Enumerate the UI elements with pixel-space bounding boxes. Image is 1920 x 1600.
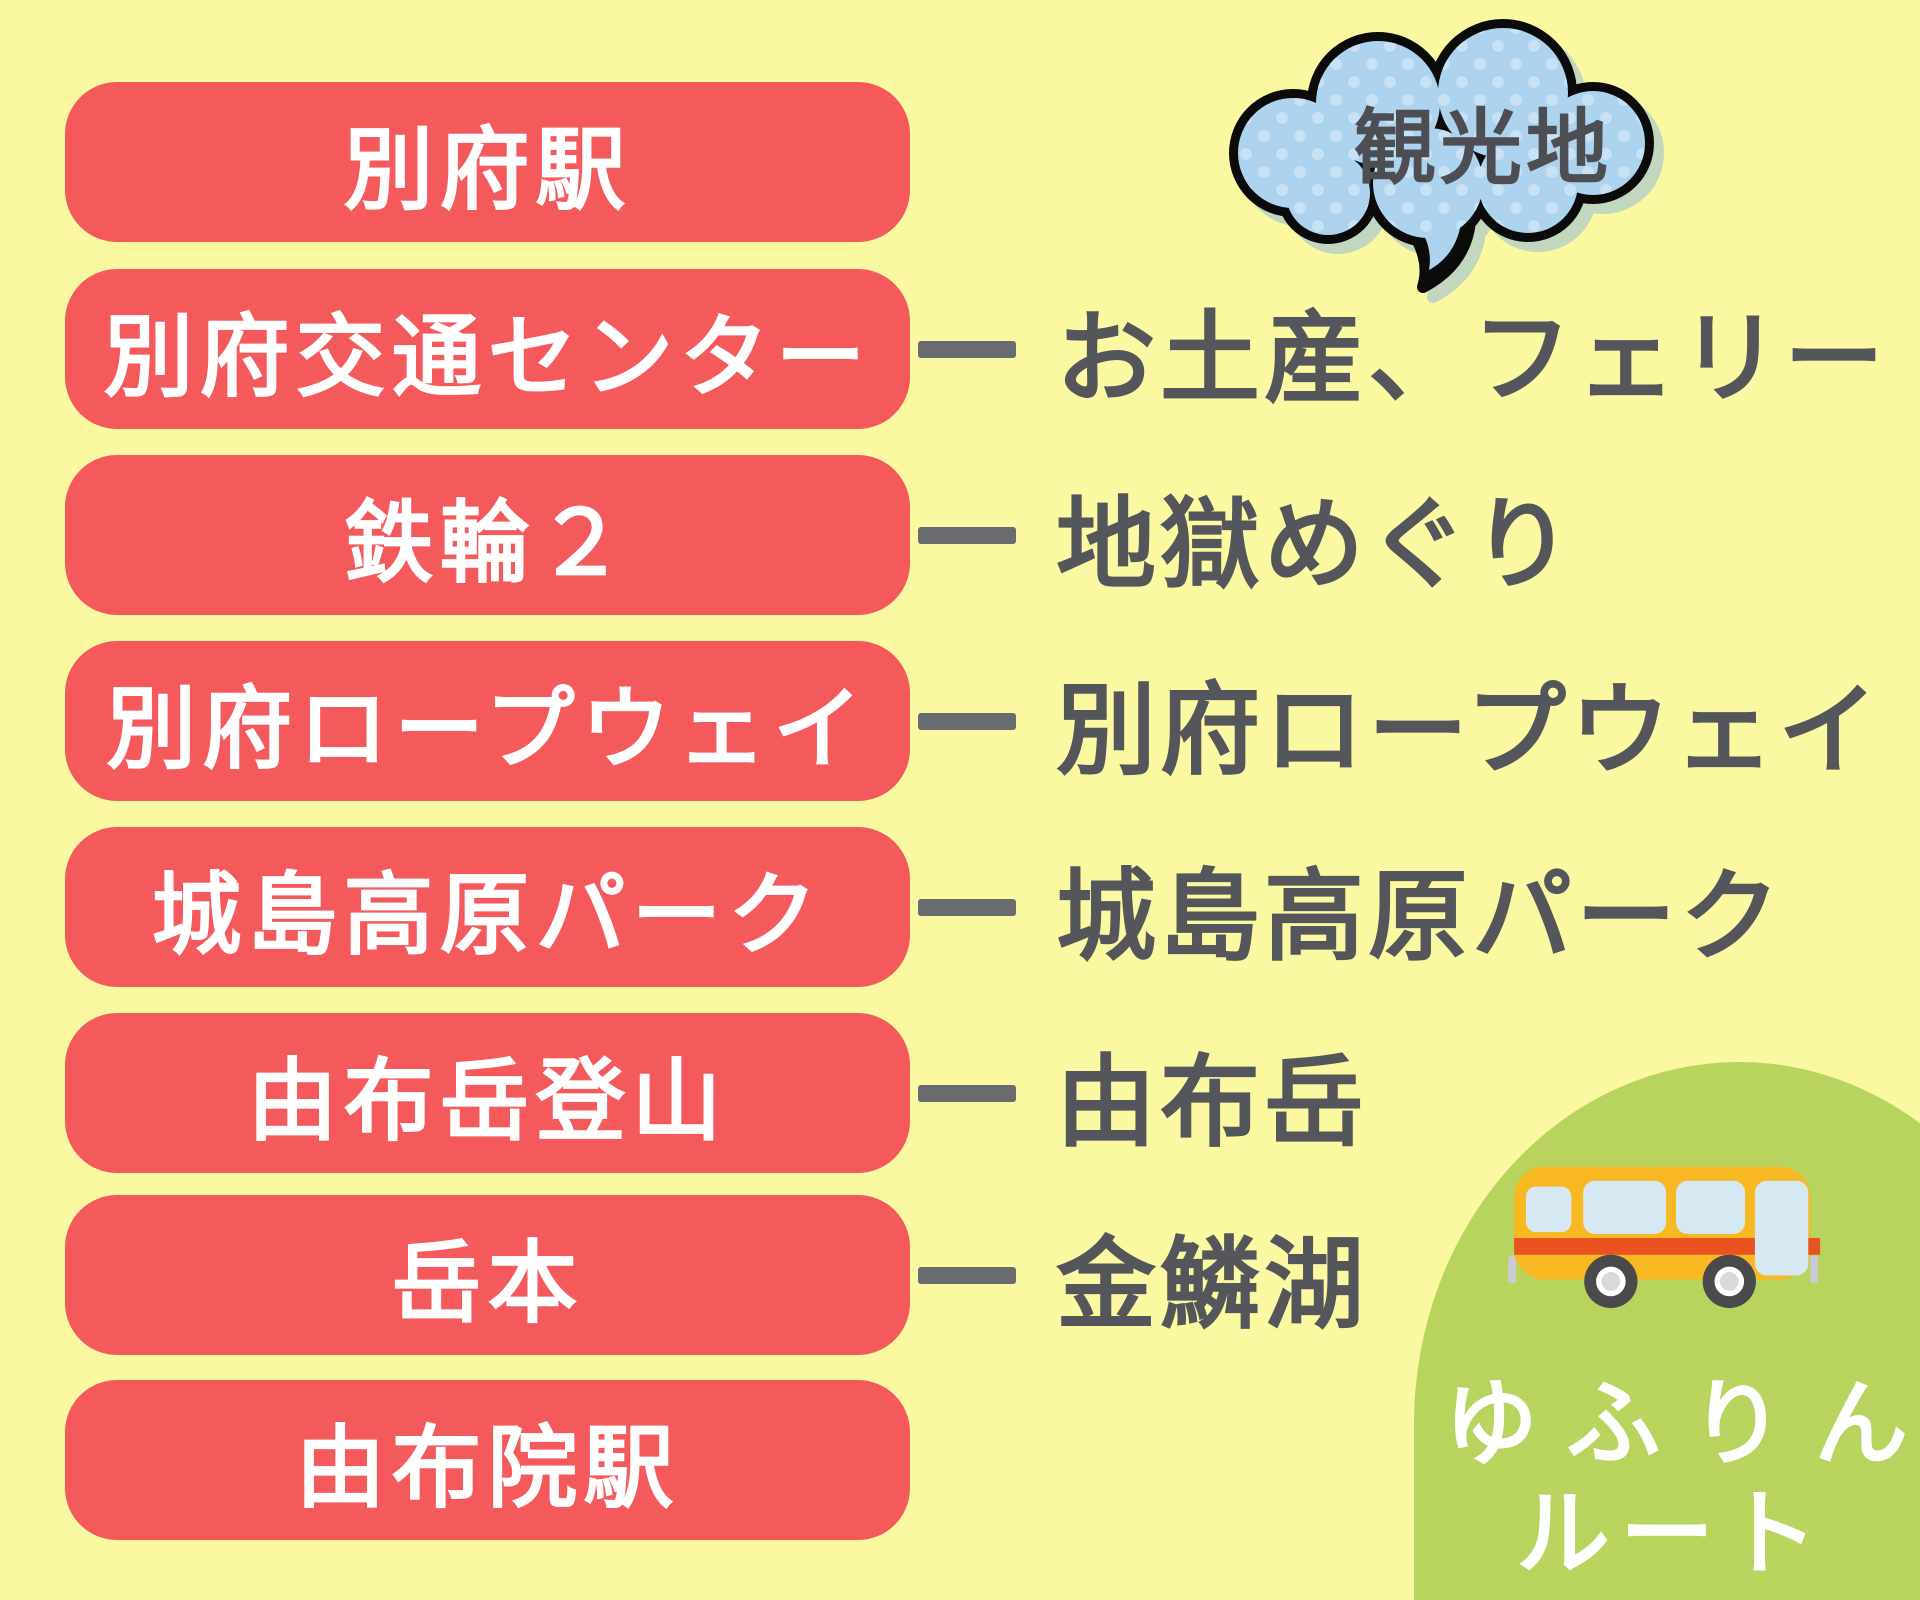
connector-line [918, 341, 1016, 358]
speech-cloud-icon: 観光地 [1218, 18, 1662, 293]
station-label: 別府ロープウェイ [106, 677, 869, 782]
bus-icon [1508, 1166, 1821, 1309]
spot-label: お土産、フェリー [1056, 299, 1888, 417]
connector-line [918, 899, 1016, 916]
station-label: 別府駅 [343, 118, 632, 223]
route-badge-line1: ゆふりん [1444, 1370, 1920, 1479]
connector-line [918, 713, 1016, 730]
spot-label: 地獄めぐり [1056, 485, 1576, 603]
route-badge: ゆふりん ルート [1414, 1062, 1920, 1600]
spot-label: 別府ロープウェイ [1056, 671, 1882, 789]
connector-line [918, 1267, 1016, 1284]
bus-wheel [1584, 1254, 1638, 1309]
station-box-beppu-kotsu-center: 別府交通センター [65, 269, 910, 429]
station-label: 城島高原パーク [151, 863, 824, 968]
station-label: 由布岳登山 [247, 1049, 728, 1154]
bus-wheel [1702, 1254, 1756, 1309]
spot-label: 由布岳 [1056, 1043, 1368, 1161]
spot-label: 城島高原パーク [1056, 857, 1784, 975]
spot-label: 金鱗湖 [1056, 1225, 1368, 1343]
station-box-beppu-ropeway: 別府ロープウェイ [65, 641, 910, 801]
station-box-kijima-kogen-park: 城島高原パーク [65, 827, 910, 987]
station-box-yufudake-tozan: 由布岳登山 [65, 1013, 910, 1173]
connector-line [918, 527, 1016, 544]
station-label: 別府交通センター [103, 305, 872, 410]
station-label: 鉄輪２ [343, 491, 632, 596]
route-badge-line2: ルート [1515, 1480, 1828, 1589]
station-label: 岳本 [391, 1231, 584, 1336]
station-label: 由布院駅 [295, 1416, 680, 1521]
station-box-yufuin-station: 由布院駅 [65, 1380, 910, 1540]
station-box-kannawa-2: 鉄輪２ [65, 455, 910, 615]
connector-line [918, 1085, 1016, 1102]
station-box-takemoto: 岳本 [65, 1195, 910, 1355]
cloud-label: 観光地 [1354, 101, 1612, 196]
station-box-beppu-station: 別府駅 [65, 82, 910, 242]
